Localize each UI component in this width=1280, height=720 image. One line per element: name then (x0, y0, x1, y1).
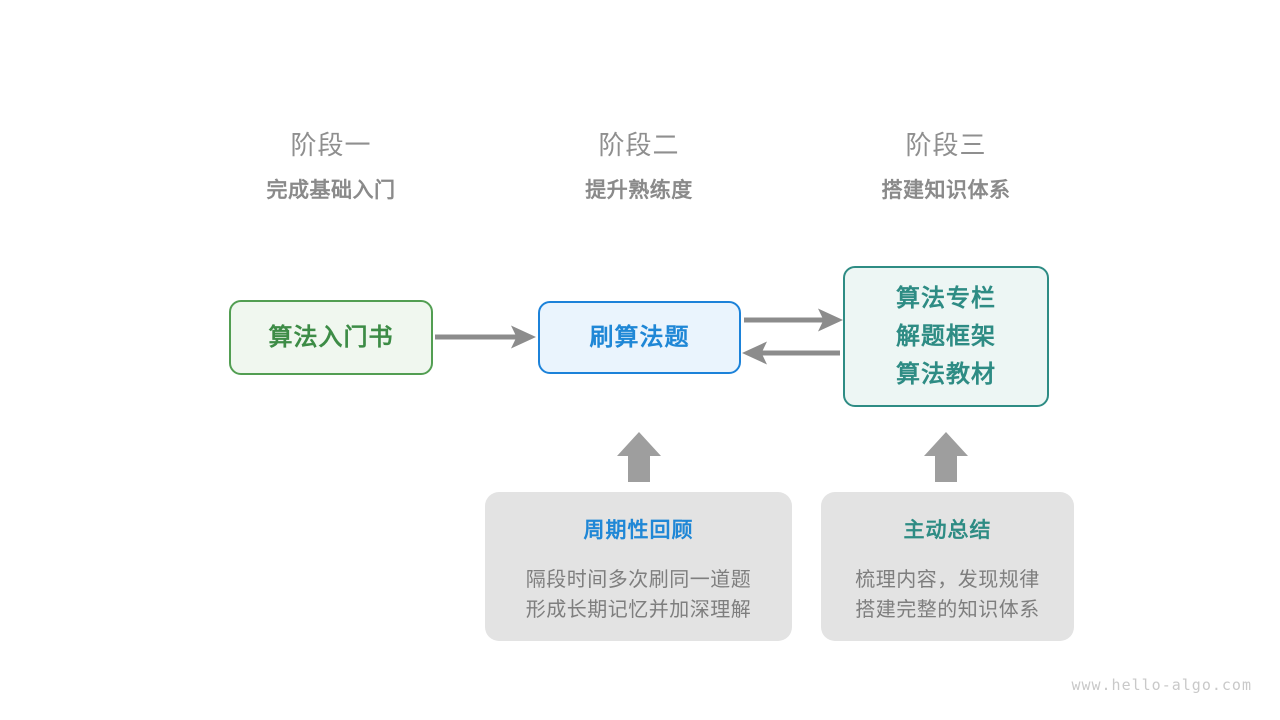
stage-number-2: 阶段二 (598, 130, 680, 160)
card-periodic-review[interactable]: 周期性回顾 隔段时间多次刷同一道题 形成长期记忆并加深理解 (485, 492, 792, 641)
arrow-summary-to-resources (924, 432, 968, 482)
node-book-line-1: 算法入门书 (268, 324, 394, 351)
node-practice-problems[interactable]: 刷算法题 (538, 301, 741, 374)
stage-heading-1: 阶段一 完成基础入门 (201, 128, 461, 206)
card-review-body-line-1: 隔段时间多次刷同一道题 (525, 569, 752, 591)
card-summary-body-line-1: 梳理内容，发现规律 (855, 569, 1040, 591)
site-watermark: www.hello-algo.com (1071, 676, 1252, 694)
card-summary-body: 梳理内容，发现规律 搭建完整的知识体系 (855, 565, 1040, 625)
node-resources-line-1: 算法专栏 (896, 284, 996, 312)
stage-title-1: 完成基础入门 (266, 179, 396, 202)
stage-number-1: 阶段一 (290, 130, 372, 160)
stage-heading-2: 阶段二 提升熟练度 (509, 128, 769, 206)
node-learning-resources[interactable]: 算法专栏 解题框架 算法教材 (843, 266, 1049, 407)
stage-heading-3: 阶段三 搭建知识体系 (816, 128, 1076, 206)
card-active-summary[interactable]: 主动总结 梳理内容，发现规律 搭建完整的知识体系 (821, 492, 1074, 641)
stage-title-3: 搭建知识体系 (881, 179, 1011, 202)
node-algorithm-intro-book[interactable]: 算法入门书 (229, 300, 433, 375)
node-resources-line-2: 解题框架 (896, 322, 996, 350)
arrow-review-to-practice (617, 432, 661, 482)
stage-title-2: 提升熟练度 (585, 179, 693, 202)
card-summary-title: 主动总结 (903, 519, 992, 542)
card-review-title: 周期性回顾 (583, 519, 694, 542)
stage-number-3: 阶段三 (905, 130, 987, 160)
card-review-body-line-2: 形成长期记忆并加深理解 (525, 599, 752, 621)
card-review-body: 隔段时间多次刷同一道题 形成长期记忆并加深理解 (526, 565, 752, 625)
node-resources-line-3: 算法教材 (896, 360, 996, 388)
card-summary-body-line-2: 搭建完整的知识体系 (855, 599, 1040, 621)
node-practice-line-1: 刷算法题 (589, 324, 690, 351)
